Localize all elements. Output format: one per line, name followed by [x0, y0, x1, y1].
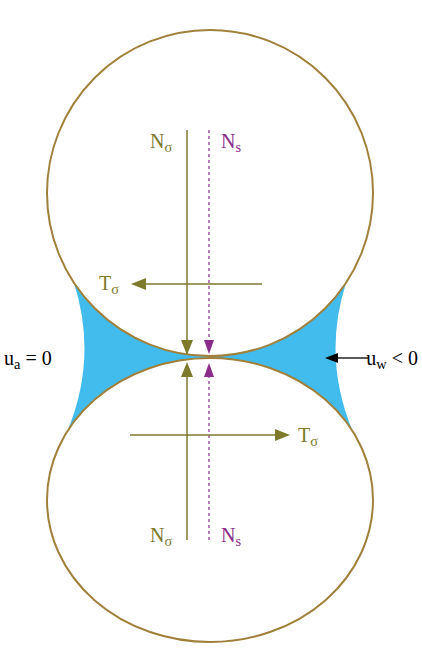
pressure-label: ua = 0 — [4, 348, 52, 368]
force-line — [186, 373, 188, 540]
lower-grain — [47, 358, 373, 642]
force-label: Tσ — [298, 425, 318, 445]
arrowhead — [325, 353, 338, 363]
arrowhead — [204, 363, 214, 377]
leader-line — [336, 357, 368, 358]
arrowhead — [204, 340, 214, 354]
force-label: Ns — [221, 131, 241, 151]
force-label: Nσ — [150, 525, 172, 545]
arrowhead — [275, 429, 290, 441]
arrowhead — [181, 362, 193, 377]
upper-grain — [47, 30, 373, 356]
force-label: Tσ — [99, 273, 119, 293]
force-line — [145, 283, 262, 285]
force-label: Nσ — [150, 131, 172, 151]
pressure-label: uw < 0 — [366, 348, 418, 368]
force-line — [186, 130, 188, 344]
force-line — [208, 130, 209, 340]
force-line — [208, 377, 209, 540]
arrowhead — [181, 340, 193, 355]
force-label: Ns — [221, 525, 241, 545]
arrowhead — [131, 278, 146, 290]
force-line — [130, 434, 276, 436]
